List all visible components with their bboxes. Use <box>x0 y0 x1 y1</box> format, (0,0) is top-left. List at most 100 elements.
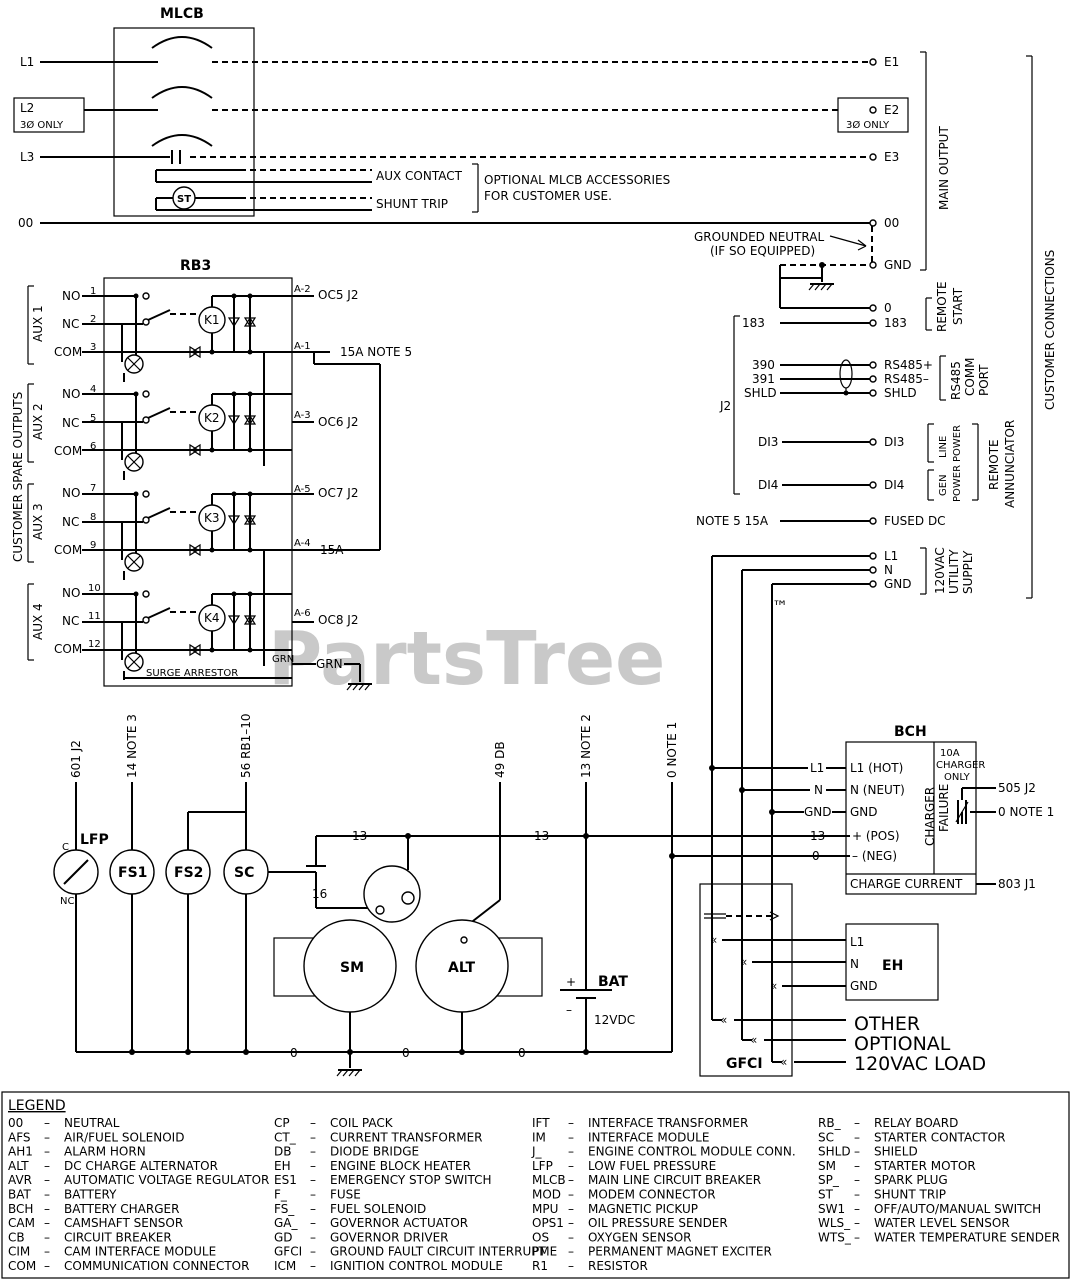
pin-3: 3 <box>90 342 96 353</box>
bch-in-0: 0 <box>812 849 820 863</box>
customer-connections-label: CUSTOMER CONNECTIONS <box>1043 250 1057 410</box>
legend-dash: – <box>44 1130 50 1144</box>
legend-box <box>1 1091 1070 1279</box>
gen-power-1: GEN <box>938 474 949 496</box>
legend-dash: – <box>310 1216 316 1230</box>
neutral-label: 00 <box>18 216 33 230</box>
pin-1: 1 <box>90 286 96 297</box>
legend-desc: SHUNT TRIP <box>874 1188 946 1202</box>
aux2-com: COM <box>54 444 82 458</box>
legend-desc: COIL PACK <box>330 1116 394 1130</box>
legend-abbr: SM <box>818 1159 836 1173</box>
remote-start-label-2: START <box>951 287 965 325</box>
legend-abbr: OS <box>532 1230 549 1244</box>
aux-contact-label: AUX CONTACT <box>376 169 463 183</box>
shunt-trip-label: SHUNT TRIP <box>376 197 448 211</box>
bch-gnd: GND <box>850 805 878 819</box>
legend-abbr: AVR <box>8 1173 32 1187</box>
lfp-nc: NC <box>60 896 74 907</box>
legend-desc: RESISTOR <box>588 1259 648 1273</box>
l2-label: L2 <box>20 101 34 115</box>
legend-abbr: SHLD <box>818 1145 851 1159</box>
eh-n: N <box>850 957 859 971</box>
legend-abbr: ES1 <box>274 1173 297 1187</box>
wire-13: 13 NOTE 2 <box>579 714 593 778</box>
legend-abbr: IM <box>532 1130 546 1144</box>
legend-dash: – <box>310 1116 316 1130</box>
rb3-section: RB3 CUSTOMER SPARE OUTPUTS AUX 1 AUX 2 A… <box>11 258 412 691</box>
pin-7: 7 <box>90 483 96 494</box>
legend-abbr: LFP <box>532 1159 553 1173</box>
legend-desc: ENGINE BLOCK HEATER <box>330 1159 471 1173</box>
legend-desc: NEUTRAL <box>64 1116 120 1130</box>
legend-desc: LOW FUEL PRESSURE <box>588 1159 716 1173</box>
pin-11: 11 <box>88 611 101 622</box>
relay-channel: K2 <box>82 390 292 480</box>
mlcb-box <box>113 27 255 217</box>
wire-13-b: 13 <box>534 829 549 843</box>
alt-label: ALT <box>448 960 475 976</box>
gnd-label: GND <box>884 258 912 272</box>
bch-charger: CHARGER <box>936 760 985 771</box>
util-l1: L1 <box>884 549 898 563</box>
legend-dash: – <box>310 1259 316 1273</box>
legend-dash: – <box>44 1230 50 1244</box>
sc-label: SC <box>234 865 254 881</box>
legend-abbr: AH1 <box>8 1145 33 1159</box>
relay-channel: K3 <box>82 490 292 580</box>
legend-dash: – <box>44 1173 50 1187</box>
legend-desc: SPARK PLUG <box>874 1173 948 1187</box>
utility-3: SUPPLY <box>961 550 975 594</box>
comm-390: 390 <box>752 358 775 372</box>
legend-dash: – <box>568 1130 574 1144</box>
relay-label: K3 <box>204 511 220 525</box>
mlcb-section: MLCB L2 3Ø ONLY L1 L3 00 ST <box>13 6 951 291</box>
battery-charger: BCH L1 (HOT) N (NEUT) GND + (POS) – (NEG… <box>709 724 1054 895</box>
legend-abbr: CT_ <box>274 1130 297 1144</box>
watermark: PartsTree <box>268 616 665 702</box>
fs1-label: FS1 <box>118 865 147 881</box>
legend-dash: – <box>854 1188 860 1202</box>
legend-desc: CAMSHAFT SENSOR <box>64 1216 183 1230</box>
relay-label: K2 <box>204 411 220 425</box>
pin-6: 6 <box>90 441 96 452</box>
load-other: OTHER <box>854 1013 920 1035</box>
surge-arrestor-label: SURGE ARRESTOR <box>146 668 238 679</box>
remote-ann-1: REMOTE <box>987 439 1001 490</box>
legend-abbr: IFT <box>532 1116 550 1130</box>
legend-desc: RELAY BOARD <box>874 1116 958 1130</box>
shld-right: SHLD <box>884 386 917 400</box>
aux4-no: NO <box>62 586 80 600</box>
l1-label: L1 <box>20 55 34 69</box>
optional-accessories-1: OPTIONAL MLCB ACCESSORIES <box>484 173 670 187</box>
bus-0-b: 0 <box>402 1046 410 1060</box>
legend-abbr: FS_ <box>274 1202 295 1216</box>
bch-charge-current: CHARGE CURRENT <box>850 877 963 891</box>
util-gnd: GND <box>884 577 912 591</box>
bch-in-l1: L1 <box>810 761 824 775</box>
legend-dash: – <box>310 1145 316 1159</box>
gfci-chev-1: « <box>710 933 717 947</box>
legend-desc: INTERFACE TRANSFORMER <box>588 1116 748 1130</box>
legend-abbr: CAM <box>8 1216 35 1230</box>
legend-desc: COMMUNICATION CONNECTOR <box>64 1259 249 1273</box>
legend-abbr: F_ <box>274 1188 288 1202</box>
aux2-nc: NC <box>62 416 79 430</box>
rs485-label-1: RS485 <box>949 361 963 400</box>
note5-15a: NOTE 5 15A <box>696 514 769 528</box>
legend-dash: – <box>44 1216 50 1230</box>
legend-abbr: CP <box>274 1116 290 1130</box>
legend-abbr: ST <box>818 1188 834 1202</box>
relay-channel: K1 <box>82 292 292 382</box>
wire-49: 49 DB <box>493 741 507 778</box>
a-pin-6: A-6 <box>294 608 311 619</box>
comm-shld-left: SHLD <box>744 386 777 400</box>
gfci-chev-3: « <box>770 979 777 993</box>
gfci-chev-5: « <box>750 1033 757 1047</box>
legend-desc: EMERGENCY STOP SWITCH <box>330 1173 492 1187</box>
wire-601: 601 J2 <box>69 740 83 778</box>
relay-label: K4 <box>204 611 220 625</box>
fs2-label: FS2 <box>174 865 203 881</box>
lfp-label: LFP <box>80 832 109 848</box>
